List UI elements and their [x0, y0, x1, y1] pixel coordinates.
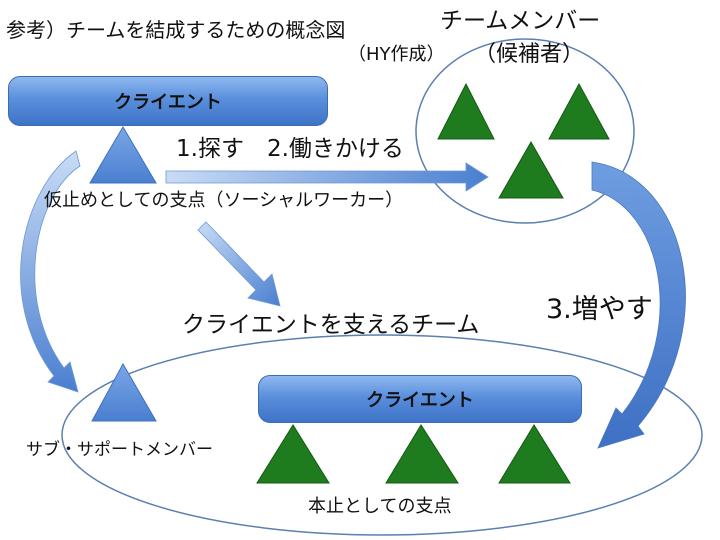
candidate-group-ellipse: [415, 38, 635, 224]
diagram-title: 参考）チームを結成するための概念図: [6, 18, 346, 42]
main-fulcrum-triangle: [498, 424, 571, 484]
candidate-triangle: [437, 82, 495, 140]
client-box-bottom: クライエント: [258, 375, 582, 423]
client-label: クライエント: [114, 92, 222, 113]
candidate-triangle: [548, 82, 610, 140]
increase-label: 3.増やす: [546, 294, 653, 325]
client-box-top: クライエント: [8, 76, 328, 126]
support-team-ellipse: [61, 334, 703, 536]
candidates-label: （候補者）: [474, 42, 585, 67]
main-fulcrum-triangle: [256, 424, 330, 484]
main-fulcrum-triangle: [385, 424, 459, 484]
temporary-fulcrum-label: 仮止めとしての支点（ソーシャルワーカー）: [44, 190, 404, 211]
sub-support-label: サブ・サポートメンバー: [26, 440, 213, 460]
team-members-label: チームメンバー: [440, 8, 601, 34]
temporary-fulcrum-triangle: [89, 126, 157, 184]
client-label: クライエント: [366, 390, 474, 411]
arrow-to-sub-support: [20, 150, 81, 393]
steps-label: 1.探す 2.働きかける: [176, 136, 404, 162]
arrow-to-candidates: [165, 162, 489, 192]
arrow-increase: [591, 161, 686, 449]
main-fulcrum-label: 本止としての支点: [308, 496, 452, 517]
author-note: （HY作成）: [348, 44, 445, 65]
candidate-triangle: [498, 140, 564, 199]
sub-support-triangle: [91, 362, 157, 422]
support-team-label: クライエントを支えるチーム: [182, 312, 480, 338]
arrow-down-to-team: [197, 221, 281, 307]
